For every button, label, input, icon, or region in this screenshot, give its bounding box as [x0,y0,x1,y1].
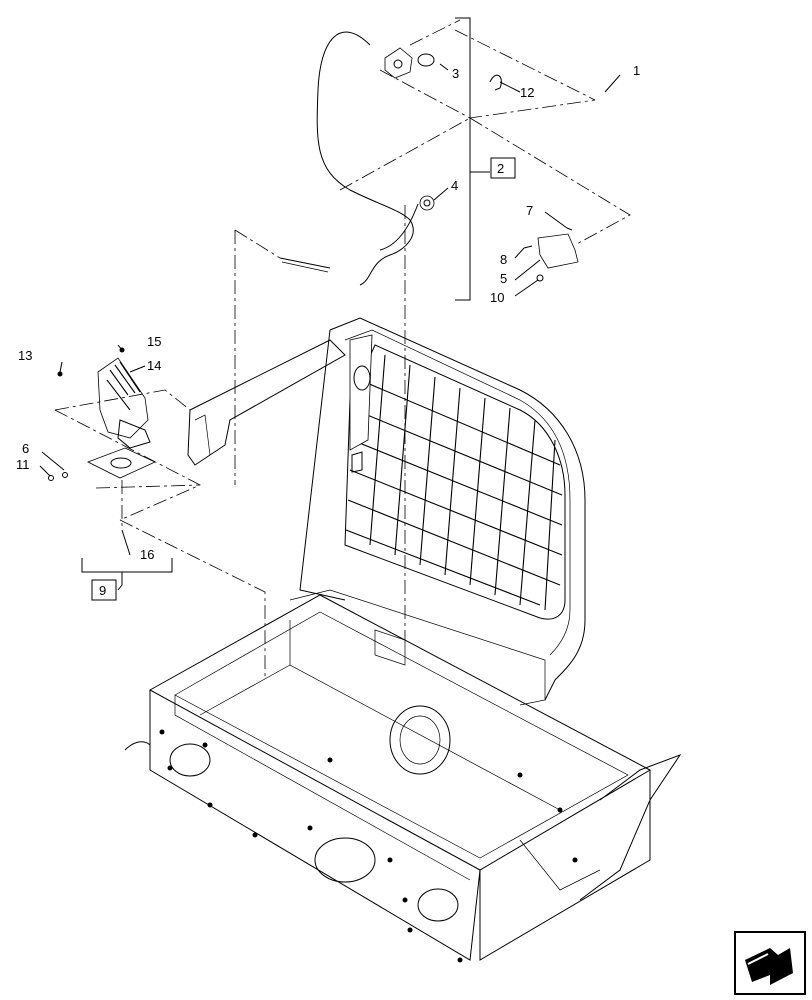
callout-box-9 [91,579,117,601]
callout-14: 14 [147,358,161,373]
callout-9: 9 [99,583,106,598]
callout-8: 8 [500,252,507,267]
navigation-arrow-icon[interactable] [734,931,806,995]
callout-5: 5 [500,271,507,286]
clamp-bracket [523,227,579,282]
chassis-frame [124,594,682,963]
frame-bolt-holes [159,729,578,963]
callout-6: 6 [22,441,29,456]
phantom-lines [54,19,631,680]
cable-assembly [279,31,419,286]
group-bracket-2: 2 [455,17,516,301]
callout-2: 2 [497,161,504,176]
callout-13: 13 [18,348,32,363]
rops-panel [289,317,586,706]
side-bracket-panel [187,339,346,466]
callout-11: 11 [16,457,30,472]
callout-12: 12 [520,85,534,100]
callout-10: 10 [490,290,504,305]
callout-4: 4 [451,178,458,193]
throttle-assembly [48,347,156,481]
group-bracket-9: 9 [81,558,173,601]
cable-handle-item-3 [384,47,435,79]
callout-box-2 [490,157,516,179]
callout-labels: 1 3 12 4 7 8 5 10 13 15 14 6 11 16 [16,63,640,562]
callout-16: 16 [140,547,154,562]
callout-7: 7 [526,203,533,218]
screen-mesh [345,354,563,611]
leader-lines [39,63,621,556]
callout-3: 3 [452,66,459,81]
grommet-item-4 [419,195,435,211]
callout-1: 1 [633,63,640,78]
callout-15: 15 [147,334,161,349]
clip-item-12 [489,74,502,91]
